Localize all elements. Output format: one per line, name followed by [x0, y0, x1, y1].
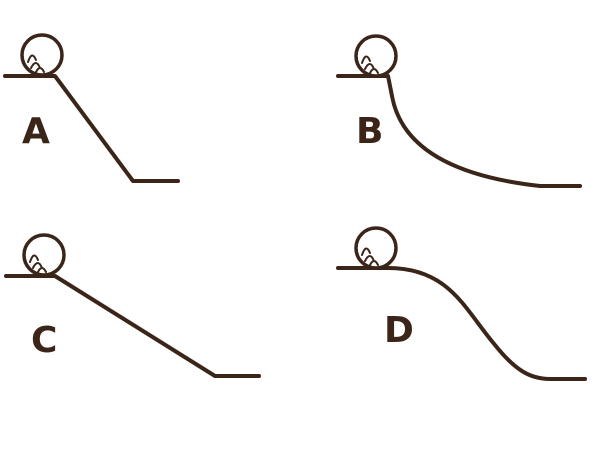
ball-d-shading — [361, 247, 379, 266]
panel-a: A — [3, 33, 180, 183]
ramp-b-track — [336, 74, 582, 188]
panel-c: C — [4, 233, 261, 378]
panel-label-a: A — [22, 111, 50, 152]
panel-label-c: C — [31, 320, 57, 361]
panel-label-d: D — [384, 310, 414, 351]
ramp-d-track — [336, 266, 587, 381]
ramp-c-track — [4, 274, 261, 378]
panel-b: B — [336, 34, 582, 188]
ball-b-shading — [361, 55, 379, 74]
panel-label-b: B — [356, 111, 383, 152]
ball-a-shading — [27, 54, 45, 73]
ramp-a-track — [3, 74, 180, 183]
ball-c-shading — [29, 254, 47, 273]
panel-d: D — [336, 226, 587, 381]
